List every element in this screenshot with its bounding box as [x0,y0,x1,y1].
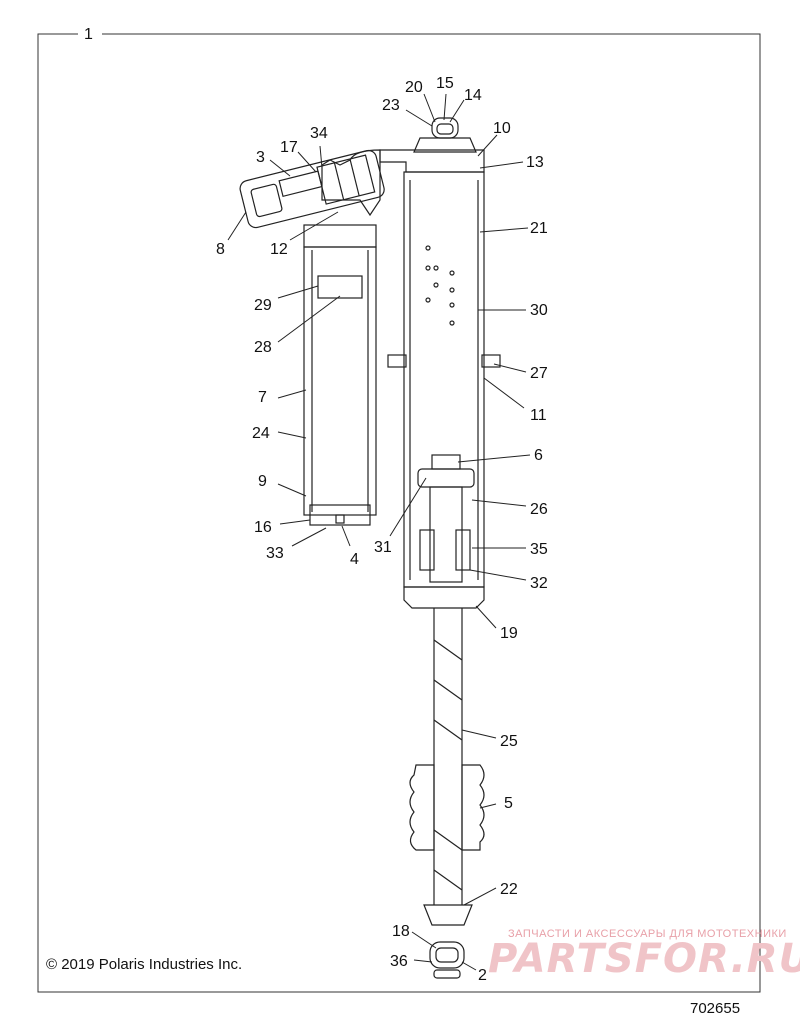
assembly-label: 1 [84,26,93,43]
callout-28: 28 [254,339,272,356]
callout-12: 12 [270,241,288,258]
callout-3: 3 [256,149,265,166]
callout-4: 4 [350,551,359,568]
callout-10: 10 [493,120,511,137]
piston [417,454,475,583]
callout-30: 30 [530,302,548,319]
callout-2: 2 [478,967,487,984]
callout-14: 14 [464,87,482,104]
body-bottom-cap [403,586,485,609]
reservoir [303,224,377,526]
callout-26: 26 [530,501,548,518]
callout-31: 31 [374,539,392,556]
bump-stop [409,764,485,851]
callout-23: 23 [382,97,400,114]
callout-25: 25 [500,733,518,750]
callout-19: 19 [500,625,518,642]
main-body [387,171,501,588]
callout-24: 24 [252,425,270,442]
callout-35: 35 [530,541,548,558]
callout-34: 34 [310,125,328,142]
adjuster-knob [239,149,385,229]
callout-21: 21 [530,220,548,237]
callout-labels: 20 15 14 23 10 13 3 17 34 8 12 21 29 28 … [216,75,548,984]
shock-drawing [239,117,501,979]
callout-15: 15 [436,75,454,92]
callout-36: 36 [390,953,408,970]
watermark-logo: PARTSFOR.RU [488,936,800,982]
shock-head [379,149,485,173]
callout-32: 32 [530,575,548,592]
watermark-tagline: ЗАПЧАСТИ И АКСЕССУАРЫ ДЛЯ МОТОТЕХНИКИ [508,928,787,940]
callout-27: 27 [530,365,548,382]
copyright-notice: © 2019 Polaris Industries Inc. [46,956,243,973]
callout-8: 8 [216,241,225,258]
top-eyelet [413,117,477,153]
callout-18: 18 [392,923,410,940]
callout-6: 6 [534,447,543,464]
callout-5: 5 [504,795,513,812]
drawing-number: 702655 [690,1000,741,1017]
callout-33: 33 [266,545,284,562]
leader-lines [227,93,531,971]
bottom-eyelet [423,904,473,979]
callout-11: 11 [530,407,547,424]
callout-7: 7 [258,389,267,406]
drawing-frame [37,33,761,993]
callout-22: 22 [500,881,518,898]
shaft [433,608,463,905]
callout-13: 13 [526,154,544,171]
callout-29: 29 [254,297,272,314]
callout-16: 16 [254,519,272,536]
callout-17: 17 [280,139,298,156]
callout-20: 20 [405,79,423,96]
callout-9: 9 [258,473,267,490]
